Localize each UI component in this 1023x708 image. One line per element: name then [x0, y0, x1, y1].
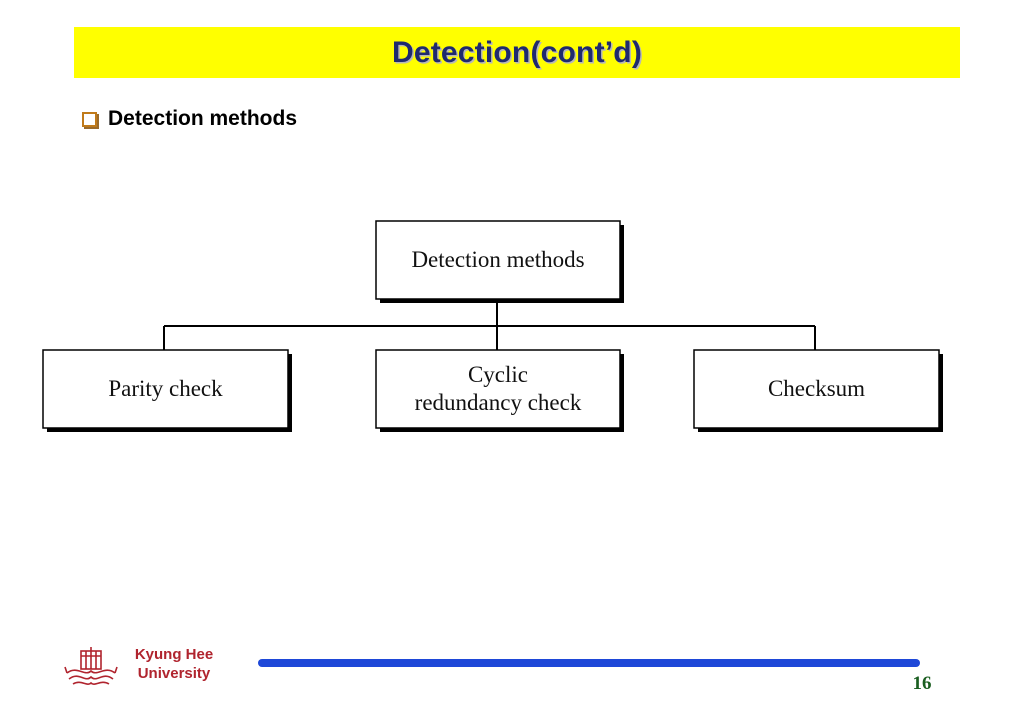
university-name-line1: Kyung Hee [134, 646, 214, 663]
crc-box [375, 349, 621, 429]
bullet-text: Detection methods [108, 107, 298, 130]
checksum-label: Checksum [767, 376, 866, 401]
slide-title: Detection(cont’d) [391, 36, 643, 69]
university-name-line2: University [137, 665, 211, 682]
university-logo-icon [64, 647, 118, 685]
diagram-connectors [163, 299, 816, 350]
page-number: 16 [912, 673, 932, 694]
crc-label: Cyclic redundancy check [414, 362, 582, 415]
checkbox-bullet-icon [82, 111, 97, 127]
bullet-item: Detection methods [82, 105, 297, 133]
root-node-label: Detection methods [411, 247, 585, 272]
parity-box [42, 349, 289, 429]
university-name: Kyung Hee University [124, 645, 224, 683]
footer-divider [258, 659, 920, 667]
root-box [375, 220, 621, 300]
title-bar: Detection(cont’d) [74, 27, 960, 78]
checksum-box [693, 349, 940, 429]
parity-check-label: Parity check [108, 376, 223, 401]
